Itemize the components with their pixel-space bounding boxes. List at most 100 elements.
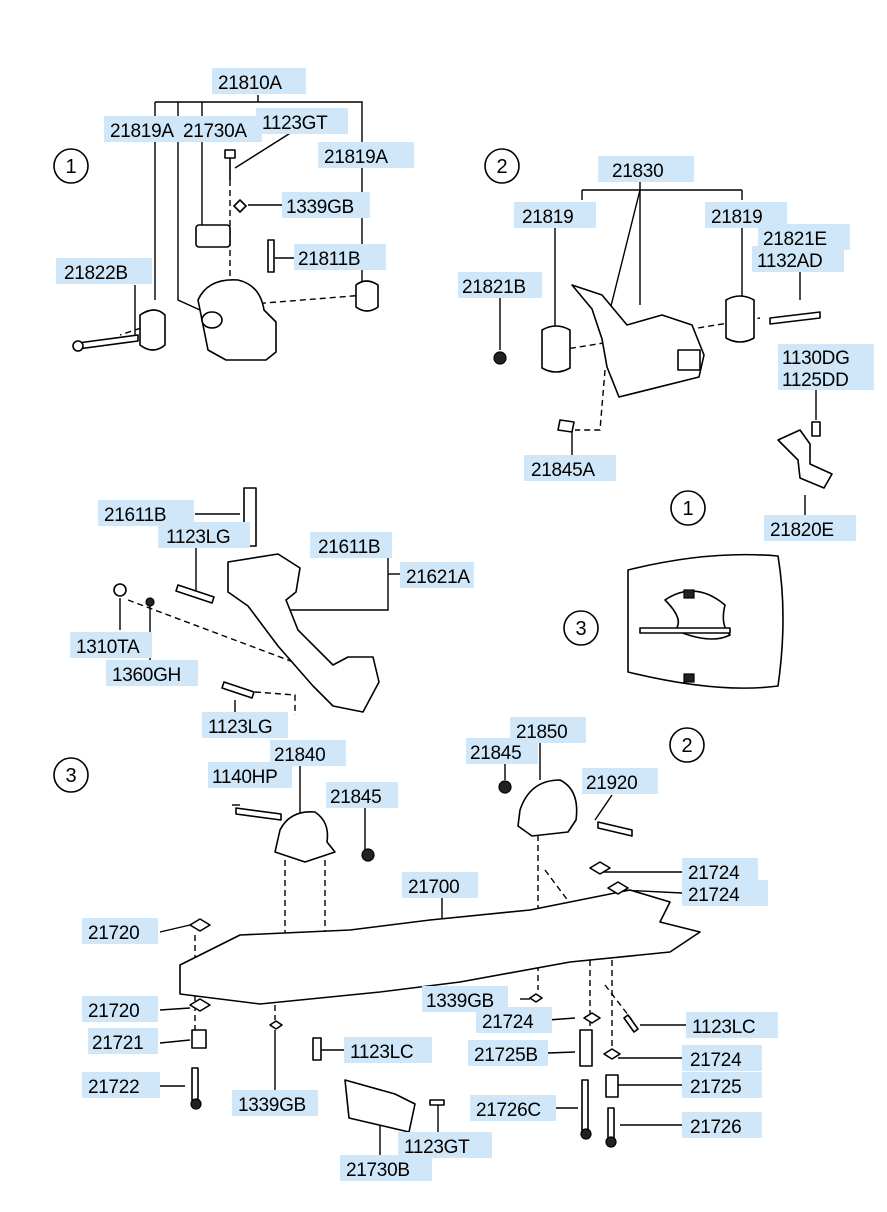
- callout-2-locator: 2: [669, 727, 705, 763]
- part-label: 21725B: [468, 1040, 548, 1066]
- svg-text:21721: 21721: [92, 1033, 143, 1054]
- part-label: 1339GB: [282, 192, 370, 218]
- svg-text:21611B: 21611B: [104, 505, 166, 526]
- svg-text:21730A: 21730A: [183, 121, 247, 142]
- svg-text:1123LC: 1123LC: [692, 1017, 755, 1038]
- svg-text:21845: 21845: [470, 743, 521, 764]
- part-label: 21724: [682, 880, 768, 906]
- part-labels: 21810A 21819A 21730A 1123GT 21819A 1339G…: [56, 68, 874, 1181]
- svg-text:21819: 21819: [522, 207, 573, 228]
- svg-text:1123LG: 1123LG: [166, 527, 230, 548]
- callout-label: 2: [496, 156, 507, 178]
- svg-text:21830: 21830: [612, 161, 663, 182]
- svg-text:21845A: 21845A: [531, 460, 595, 481]
- svg-text:1123GT: 1123GT: [262, 113, 328, 134]
- part-label: 21724: [476, 1007, 552, 1033]
- svg-text:21850: 21850: [516, 722, 567, 743]
- callout-label: 2: [681, 735, 692, 757]
- svg-text:21822B: 21822B: [64, 263, 128, 284]
- part-label: 21819: [705, 202, 787, 228]
- svg-text:21811B: 21811B: [298, 249, 360, 270]
- callout-3-group-3: 3: [53, 757, 89, 793]
- mount-2-shapes: [493, 284, 833, 489]
- part-label: 1130DG: [778, 344, 874, 369]
- part-label: 21725: [682, 1072, 762, 1098]
- part-label: 1132AD: [752, 246, 844, 272]
- part-label: 21722: [82, 1072, 160, 1098]
- svg-text:1339GB: 1339GB: [426, 991, 494, 1012]
- svg-text:21810A: 21810A: [218, 73, 282, 94]
- part-label: 21621A: [400, 562, 474, 588]
- part-label: 1123LC: [344, 1037, 432, 1063]
- part-label: 21845: [466, 738, 538, 764]
- part-label: 21821B: [458, 272, 542, 298]
- part-label: 21611B: [310, 532, 392, 558]
- part-label: 1125DD: [778, 366, 874, 391]
- part-label: 21724: [682, 858, 758, 884]
- callout-1-group-1: 1: [53, 148, 89, 184]
- transmission-mount-shapes: [113, 487, 380, 713]
- svg-text:21724: 21724: [688, 863, 740, 884]
- part-label: 21724: [682, 1045, 762, 1071]
- svg-text:21730B: 21730B: [346, 1160, 410, 1181]
- svg-text:1123GT: 1123GT: [404, 1137, 470, 1158]
- svg-text:21724: 21724: [690, 1050, 742, 1071]
- part-label: 21611B: [98, 500, 194, 526]
- part-label: 21819: [514, 202, 596, 228]
- part-label: 21830: [598, 156, 694, 182]
- callout-label: 3: [575, 618, 586, 640]
- part-label: 1339GB: [232, 1090, 318, 1116]
- part-label: 21845A: [524, 455, 616, 481]
- part-label: 1123GT: [256, 108, 348, 134]
- svg-text:21840: 21840: [274, 745, 325, 766]
- part-label: 21730A: [180, 116, 262, 142]
- svg-text:21720: 21720: [88, 1001, 139, 1022]
- vehicle-outline: [627, 553, 784, 689]
- part-label: 1310TA: [70, 632, 152, 658]
- svg-text:21725: 21725: [690, 1077, 741, 1098]
- part-label: 21726C: [470, 1095, 556, 1121]
- callout-1-locator: 1: [670, 490, 706, 526]
- part-label: 21821E: [758, 224, 850, 250]
- part-label: 21700: [402, 872, 478, 898]
- svg-text:1123LG: 1123LG: [208, 717, 272, 738]
- part-label: 21822B: [56, 258, 152, 284]
- part-label: 1123GT: [398, 1132, 492, 1158]
- svg-text:21700: 21700: [408, 877, 459, 898]
- callout-label: 1: [682, 498, 693, 520]
- part-label: 1339GB: [422, 986, 508, 1012]
- callout-circles: 1 2 1 3 2 3: [53, 148, 706, 793]
- part-label: 21845: [326, 782, 398, 808]
- part-label: 21840: [270, 740, 346, 766]
- svg-text:1132AD: 1132AD: [757, 251, 822, 272]
- svg-text:1125DD: 1125DD: [782, 370, 849, 391]
- part-label: 21726: [682, 1112, 762, 1138]
- svg-text:21819A: 21819A: [110, 121, 174, 142]
- svg-text:21845: 21845: [330, 787, 381, 808]
- callout-label: 3: [65, 765, 76, 787]
- svg-text:21720: 21720: [88, 923, 139, 944]
- callout-label: 1: [65, 156, 76, 178]
- svg-text:21724: 21724: [482, 1012, 534, 1033]
- callout-3-locator: 3: [563, 610, 599, 646]
- svg-text:21819: 21819: [711, 207, 762, 228]
- part-label: 21730B: [340, 1155, 432, 1181]
- crossmember-shapes: [179, 779, 701, 1148]
- part-label: 1123LG: [158, 522, 250, 548]
- svg-text:21725B: 21725B: [474, 1045, 538, 1066]
- part-label: 21920: [582, 768, 658, 794]
- svg-text:21920: 21920: [586, 773, 637, 794]
- svg-text:1130DG: 1130DG: [782, 348, 850, 369]
- part-label: 21811B: [294, 244, 386, 270]
- svg-text:21726C: 21726C: [476, 1100, 541, 1121]
- part-label: 21721: [88, 1028, 158, 1054]
- svg-text:21821E: 21821E: [763, 229, 827, 250]
- part-label: 21810A: [212, 68, 306, 94]
- part-label: 1360GH: [106, 660, 198, 686]
- svg-text:21722: 21722: [88, 1077, 139, 1098]
- svg-text:1123LC: 1123LC: [350, 1042, 413, 1063]
- svg-text:21821B: 21821B: [462, 277, 526, 298]
- part-label: 21819A: [318, 142, 414, 168]
- mount-1-shapes: [72, 149, 379, 361]
